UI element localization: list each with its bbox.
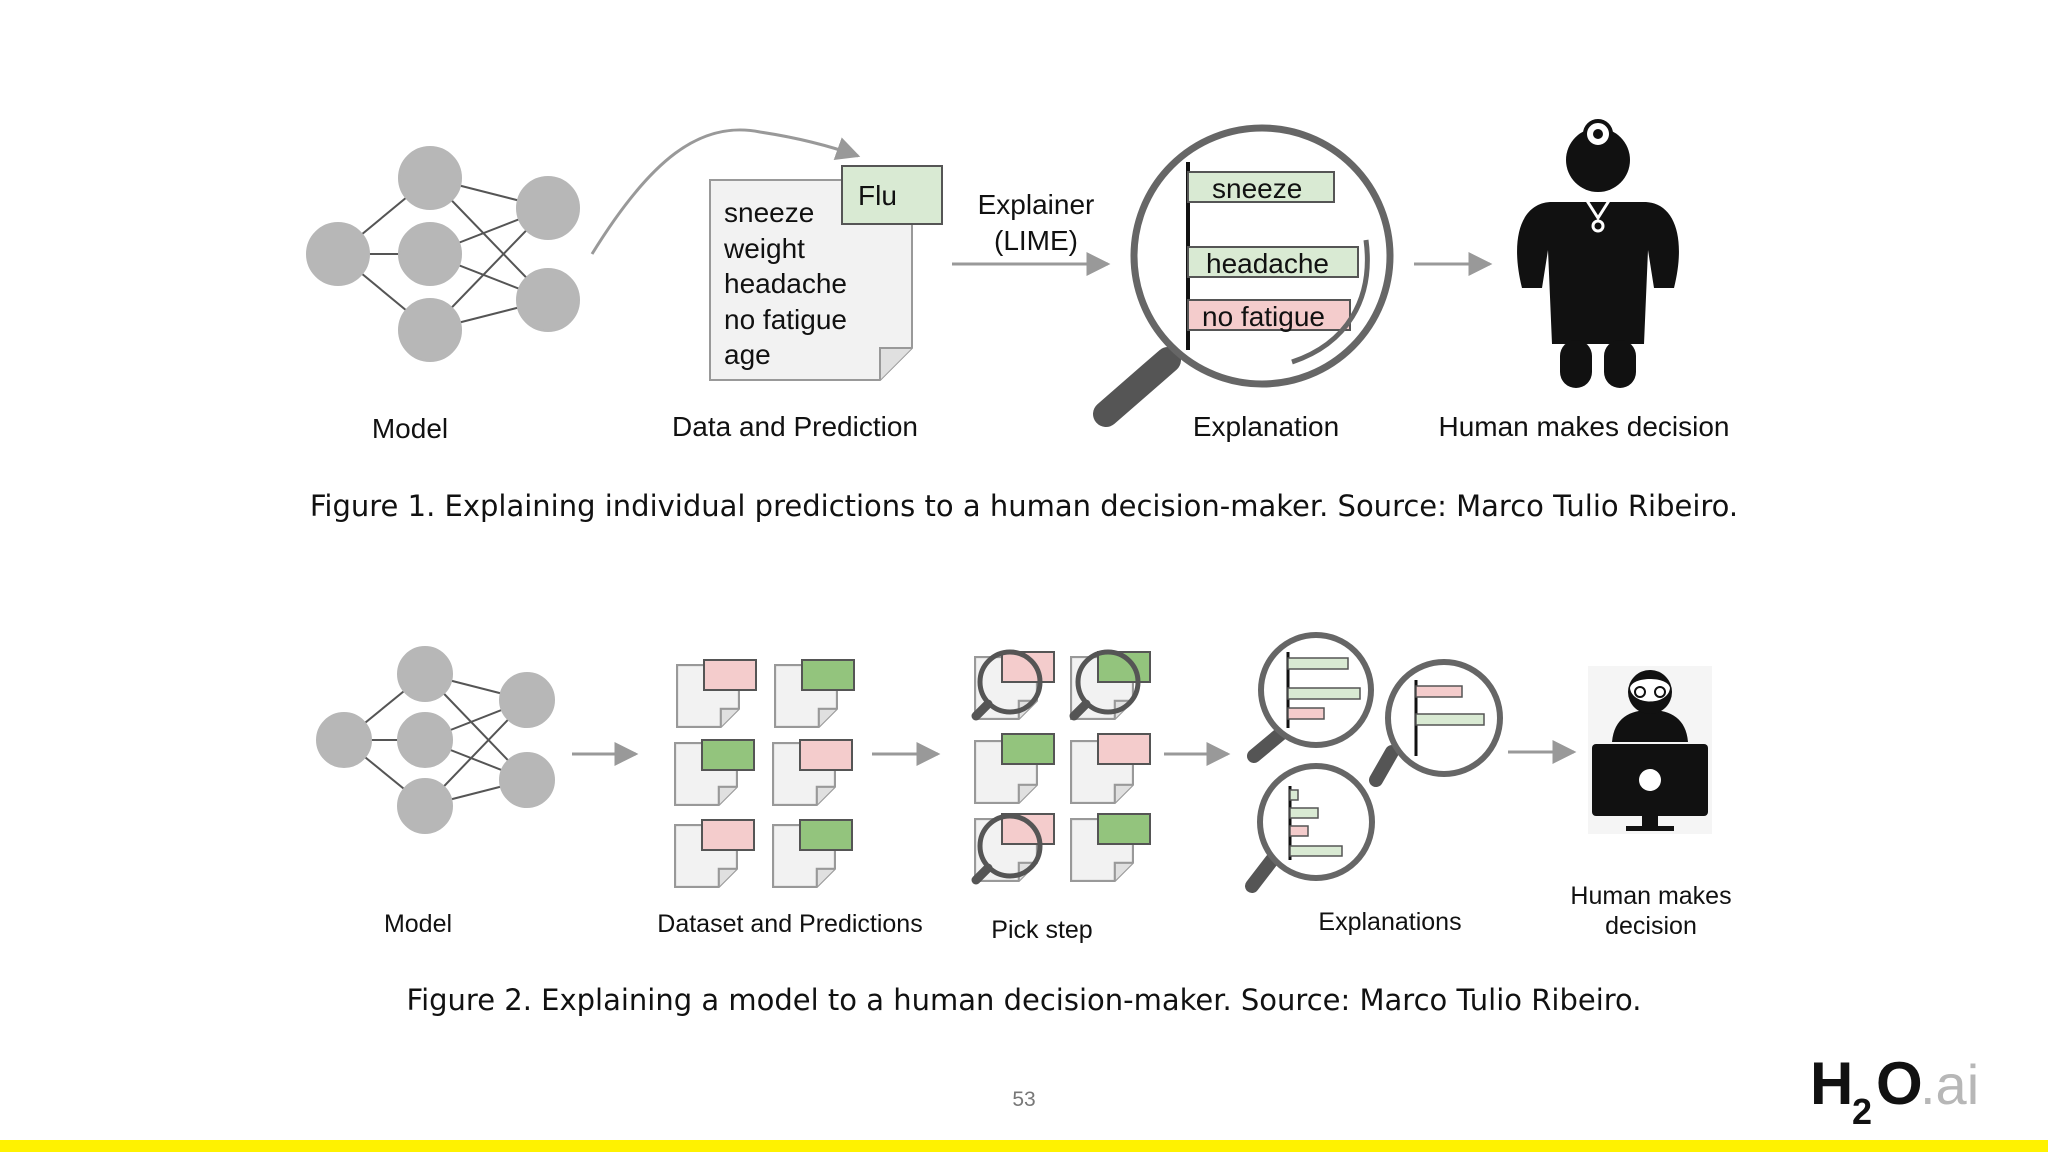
label-explanations: Explanations	[1318, 908, 1461, 936]
doc-line: no fatigue	[724, 304, 847, 335]
svg-text:H: H	[1810, 1050, 1853, 1117]
accent-bar	[0, 1140, 2048, 1152]
label-model: Model	[372, 413, 448, 444]
doctor-icon	[1517, 119, 1679, 388]
explainer-label: Explainer	[978, 189, 1095, 220]
explainer-label: (LIME)	[994, 225, 1078, 256]
magnifier-icon: sneeze headache no fatigue	[1093, 124, 1394, 427]
svg-text:.ai: .ai	[1920, 1053, 1979, 1116]
doc-line: weight	[723, 233, 805, 264]
doc-line: sneeze	[724, 197, 814, 228]
label-pick-step: Pick step	[991, 916, 1092, 944]
magnifier-icon	[971, 649, 1043, 721]
svg-text:O: O	[1876, 1050, 1923, 1117]
label-dataset-predictions: Dataset and Predictions	[657, 910, 922, 938]
prediction-box: Flu	[841, 165, 943, 225]
pick-step-documents	[974, 651, 1151, 882]
label-data-prediction: Data and Prediction	[672, 411, 918, 442]
feature-label: sneeze	[1212, 173, 1302, 204]
figure-1-caption: Figure 1. Explaining individual predicti…	[310, 489, 1738, 523]
human-at-computer-icon	[1588, 666, 1712, 834]
page-number: 53	[1012, 1088, 1035, 1111]
feature-bar-headache	[1187, 246, 1359, 278]
magnifier-icon	[1069, 649, 1141, 721]
figure-2: Model Dataset and Predictions Pick step …	[316, 632, 1732, 1017]
explanation-magnifier-icon	[1245, 763, 1375, 893]
figure-1: sneeze weight headache no fatigue age Fl…	[306, 119, 1738, 523]
label-human-decision: Human makes decision	[1438, 411, 1729, 442]
figure-2-caption: Figure 2. Explaining a model to a human …	[407, 983, 1642, 1017]
label-model: Model	[384, 910, 452, 938]
curved-arrow	[590, 128, 861, 255]
neural-network-icon	[306, 146, 580, 362]
h2o-logo-icon: H 2 O .ai	[1810, 1050, 1979, 1132]
magnifier-icon	[971, 813, 1043, 885]
dataset-documents	[674, 659, 855, 888]
data-document: sneeze weight headache no fatigue age	[709, 179, 913, 381]
feature-bar-sneeze	[1187, 171, 1335, 203]
svg-text:2: 2	[1852, 1091, 1872, 1132]
feature-label: no fatigue	[1202, 301, 1325, 332]
doc-line: headache	[724, 268, 847, 299]
doc-line: age	[724, 339, 771, 370]
feature-bar-no-fatigue	[1187, 299, 1351, 331]
label-human-decision: Human makes	[1570, 882, 1731, 910]
label-human-decision: decision	[1605, 912, 1697, 940]
label-explanation: Explanation	[1193, 411, 1339, 442]
feature-label: headache	[1206, 248, 1329, 279]
neural-network-icon	[316, 646, 555, 834]
explanation-magnifier-icon	[1247, 632, 1374, 763]
prediction-label: Flu	[858, 180, 897, 211]
explanation-magnifier-icon	[1369, 659, 1503, 787]
